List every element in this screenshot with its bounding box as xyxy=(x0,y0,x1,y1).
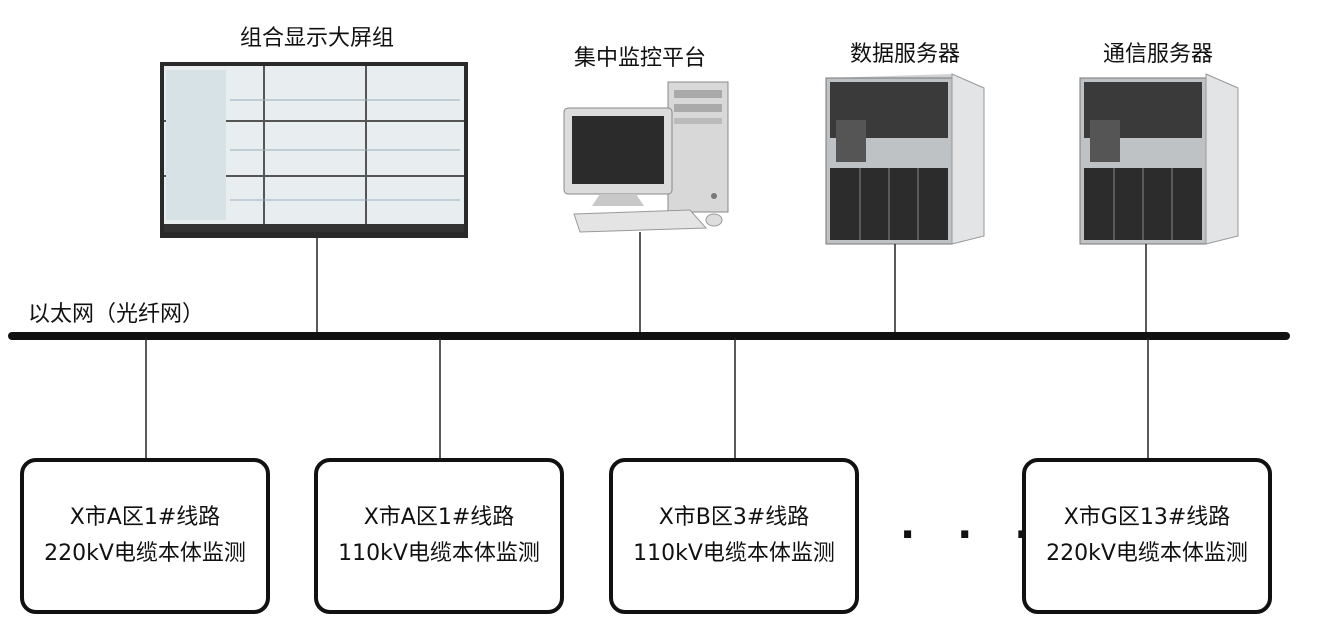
device-label-data-server: 数据服务器 xyxy=(849,42,961,67)
device-label-display-wall: 组合显示大屏组 xyxy=(239,26,395,51)
monitoring-node: X市G区13#线路 220kV电缆本体监测 xyxy=(1022,458,1272,614)
node-line-desc: 110kV电缆本体监测 xyxy=(338,541,540,566)
node-line-name: X市B区3#线路 xyxy=(658,505,810,530)
display-wall-icon xyxy=(160,62,468,238)
node-line-desc: 220kV电缆本体监测 xyxy=(44,541,246,566)
node-line-name: X市A区1#线路 xyxy=(363,505,515,530)
node-line-desc: 110kV电缆本体监测 xyxy=(633,541,835,566)
node-line-name: X市G区13#线路 xyxy=(1063,505,1231,530)
blade-server-icon xyxy=(825,73,985,245)
device-label-monitor-platform: 集中监控平台 xyxy=(573,46,707,71)
ellipsis: · · · xyxy=(900,512,1044,558)
device-label-comm-server: 通信服务器 xyxy=(1102,42,1214,67)
monitoring-node: X市A区1#线路 110kV电缆本体监测 xyxy=(314,458,564,614)
node-line-desc: 220kV电缆本体监测 xyxy=(1046,541,1248,566)
monitoring-node: X市B区3#线路 110kV电缆本体监测 xyxy=(609,458,859,614)
blade-server-icon xyxy=(1079,73,1239,245)
desktop-computer-icon xyxy=(563,81,729,233)
monitoring-node: X市A区1#线路 220kV电缆本体监测 xyxy=(20,458,270,614)
node-line-name: X市A区1#线路 xyxy=(69,505,221,530)
network-label: 以太网（光纤网） xyxy=(28,302,205,327)
